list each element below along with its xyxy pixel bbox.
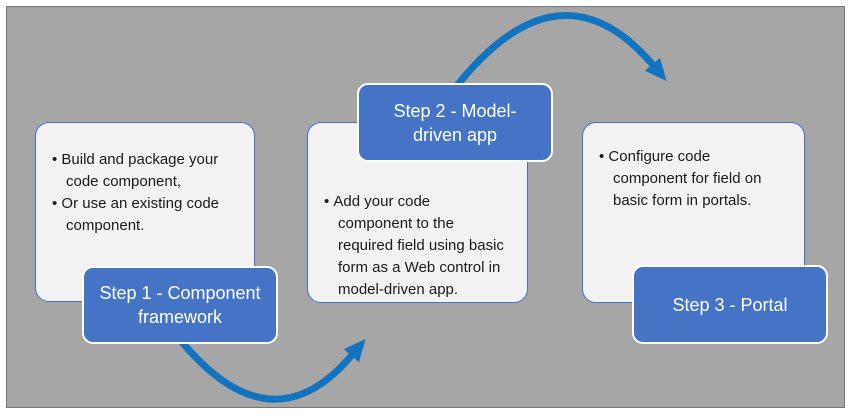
bullet-item: Add your code component to the required … (324, 191, 517, 301)
step3-label: Step 3 - Portal (632, 265, 828, 344)
step1-label: Step 1 - Component framework (82, 266, 278, 344)
step1-bullet-list: Build and package your code component, O… (52, 149, 242, 237)
step2-bullet-list: Add your code component to the required … (324, 191, 517, 301)
bullet-item: Or use an existing code component. (52, 193, 242, 237)
step2-label: Step 2 - Model- driven app (357, 83, 553, 162)
bullet-item: Configure code component for field on ba… (599, 146, 794, 212)
step3-bullet-list: Configure code component for field on ba… (599, 146, 794, 212)
bullet-item: Build and package your code component, (52, 149, 242, 193)
